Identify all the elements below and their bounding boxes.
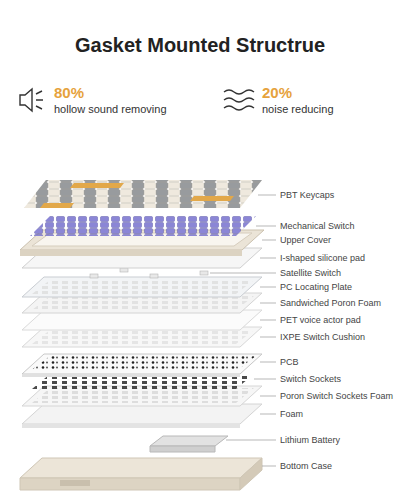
part-label: Upper Cover (280, 234, 331, 246)
pbt-keycaps (24, 180, 262, 208)
bottom-case (20, 458, 262, 490)
part-label: PBT Keycaps (280, 189, 334, 201)
part-label: Poron Switch Sockets Foam (280, 390, 393, 402)
part-label: PCB (280, 356, 299, 368)
part-label: Mechanical Switch (280, 220, 355, 232)
part-label: PET voice actor pad (280, 314, 361, 326)
mechanical-switches (30, 216, 256, 236)
stat-percent: 20% (262, 84, 292, 101)
lithium-battery (150, 436, 228, 452)
wave-icon (224, 90, 254, 110)
locating-plate (22, 277, 262, 297)
part-label: Foam (280, 408, 303, 420)
speaker-icon (20, 89, 43, 111)
part-label: Satellite Switch (280, 267, 341, 279)
stat-caption: hollow sound removing (54, 103, 167, 115)
part-label: I-shaped silicone pad (280, 252, 365, 264)
part-label: Switch Sockets (280, 373, 341, 385)
part-label: IXPE Switch Cushion (280, 331, 365, 343)
foam-layer (22, 404, 262, 428)
diagram-title: Gasket Mounted Structrue (75, 34, 325, 57)
leader-lines (210, 195, 276, 466)
part-label: Sandwiched Poron Foam (280, 297, 381, 309)
pcb-board (22, 354, 262, 377)
part-label: Bottom Case (280, 460, 332, 472)
stat-caption: noise reducing (262, 103, 334, 115)
satellite-switches (90, 268, 208, 278)
part-label: Lithium Battery (280, 434, 340, 446)
stat-percent: 80% (54, 84, 84, 101)
part-label: PC Locating Plate (280, 281, 352, 293)
